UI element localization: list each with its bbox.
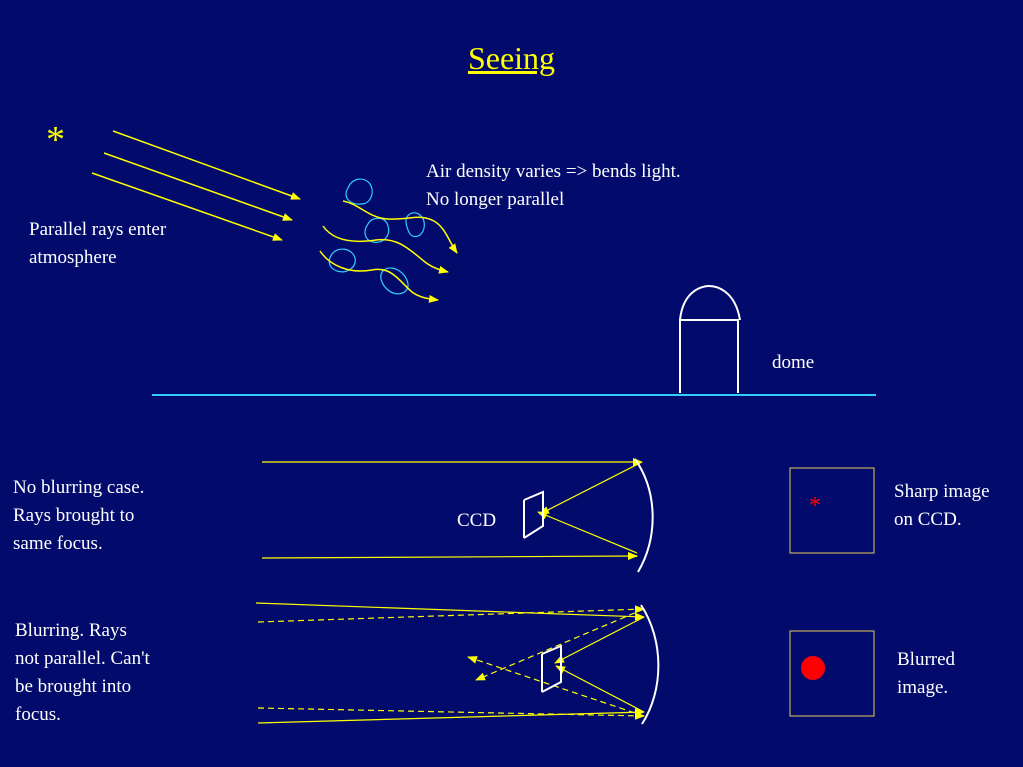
air-cell	[345, 178, 373, 205]
air-density-label: Air density varies => bends light. No lo…	[426, 161, 681, 210]
air-cell	[380, 267, 409, 295]
no-blur-label: No blurring case. Rays brought to same f…	[13, 477, 145, 554]
parallel-rays-label: Parallel rays enter atmosphere	[29, 219, 167, 268]
star-icon: *	[46, 119, 65, 161]
blurred-image-label: Blurred image.	[897, 649, 956, 698]
air-cell	[405, 212, 425, 238]
ccd-detector	[541, 644, 562, 693]
incoming-ray	[257, 707, 645, 720]
bent-ray	[342, 200, 458, 254]
dome-icon	[679, 284, 741, 393]
bent-rays	[319, 200, 458, 303]
reflected-ray	[467, 656, 645, 717]
mirror	[634, 458, 654, 573]
ccd-detector	[523, 490, 544, 539]
incoming-ray	[257, 605, 645, 623]
bent-ray	[319, 250, 439, 303]
reflected-ray	[475, 608, 645, 681]
bent-ray	[322, 225, 449, 274]
sharp-image-box	[789, 467, 875, 554]
incoming-ray	[261, 552, 638, 561]
mirror	[640, 604, 660, 725]
reflected-ray	[554, 616, 645, 664]
blurred-star-icon	[801, 656, 825, 680]
air-cell	[364, 217, 390, 243]
reflected-ray	[555, 665, 645, 713]
parallel-ray	[103, 152, 293, 221]
blurred-image-box	[789, 630, 875, 717]
sharp-image-label: Sharp image on CCD.	[894, 481, 990, 530]
incoming-ray	[257, 708, 645, 724]
dome-label: dome	[772, 352, 815, 373]
parallel-ray	[112, 130, 301, 200]
incoming-ray	[255, 602, 645, 621]
reflected-ray	[537, 511, 638, 554]
page-title: Seeing	[467, 40, 556, 76]
blur-case-label: Blurring. Rays not parallel. Can't be br…	[15, 620, 150, 725]
reflected-ray	[539, 461, 643, 515]
air-cells	[328, 178, 425, 295]
parallel-ray	[91, 172, 283, 241]
sharp-star-icon: *	[809, 493, 821, 519]
telescope-sharp	[261, 458, 654, 573]
ccd-label: CCD	[457, 510, 497, 531]
parallel-rays	[91, 130, 301, 241]
telescope-blurred	[255, 602, 660, 725]
